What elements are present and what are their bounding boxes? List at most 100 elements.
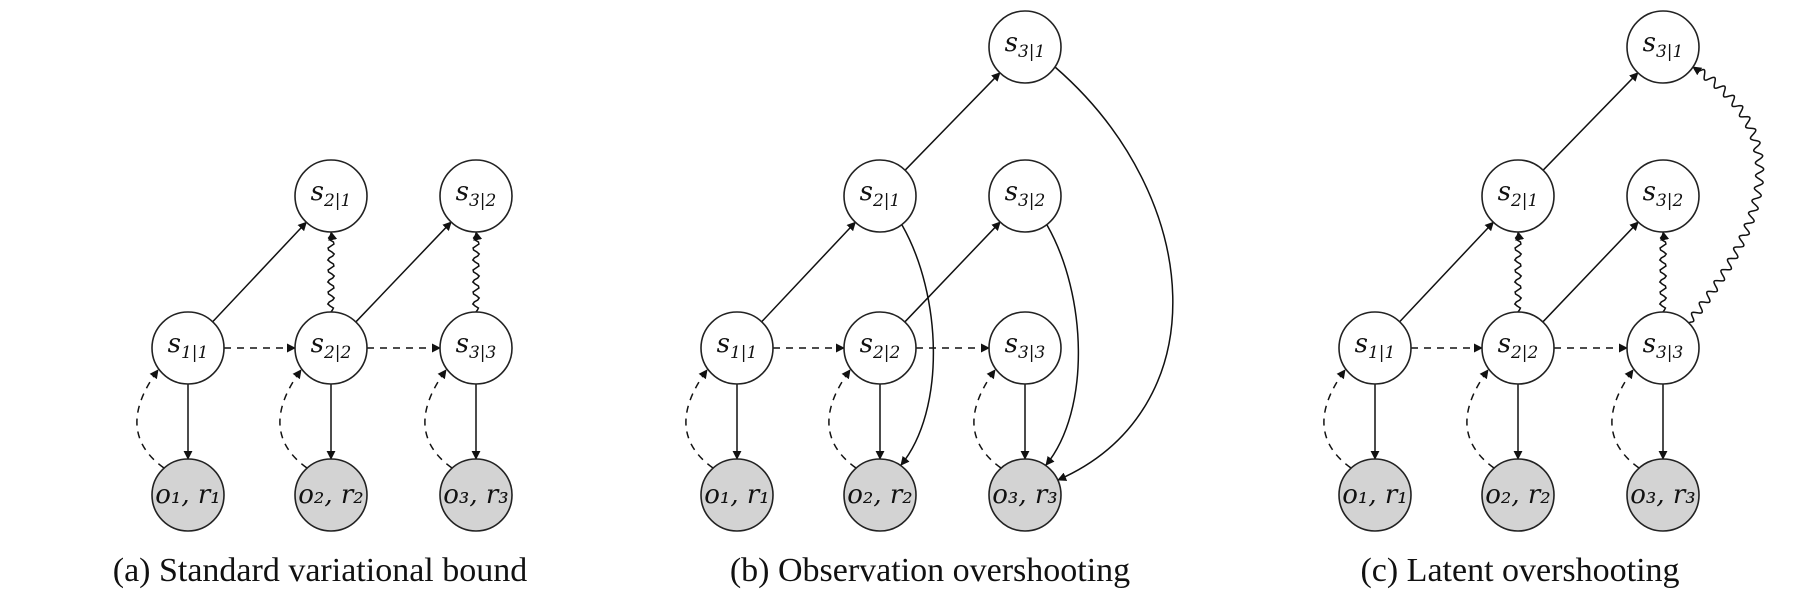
node-o2-circle [843, 458, 917, 532]
node-s22: s2|2 [294, 311, 368, 385]
node-o3: o₃, r₃ [988, 458, 1062, 532]
node-s31-label: s3|1 [1005, 28, 1046, 62]
edge-o1-to-s11 [685, 369, 714, 469]
panel-c-edges [1323, 66, 1765, 469]
node-o3: o₃, r₃ [1626, 458, 1700, 532]
edge-s21-to-s31 [904, 72, 1001, 171]
edge-s32-to-o3 [1045, 224, 1080, 466]
node-o1-circle [151, 458, 225, 532]
node-o1-label: o₁, r₁ [155, 480, 220, 510]
node-s21-label: s2|1 [1498, 177, 1539, 211]
panel-b-caption: (b) Observation overshooting [730, 552, 1130, 589]
node-s22: s2|2 [843, 311, 917, 385]
edge-o3-to-s33 [1611, 369, 1640, 469]
node-s32-circle [439, 159, 513, 233]
edge-s22-to-s32 [1542, 221, 1639, 323]
node-s22-circle [294, 311, 368, 385]
node-o2-circle [1481, 458, 1555, 532]
node-o3: o₃, r₃ [439, 458, 513, 532]
node-o2-label: o₂, r₂ [298, 480, 363, 510]
edge-s22-to-s21 [326, 231, 338, 313]
edge-s11-to-s21 [1399, 221, 1494, 323]
node-s21-label: s2|1 [860, 177, 901, 211]
node-s32: s3|2 [1626, 159, 1700, 233]
node-s21-circle [294, 159, 368, 233]
node-s32-circle [1626, 159, 1700, 233]
edge-s33-to-s31 [1688, 66, 1765, 324]
node-s32-label: s3|2 [1643, 177, 1684, 211]
node-s33-label: s3|3 [1005, 329, 1046, 363]
node-s22-label: s2|2 [311, 329, 352, 363]
node-s11: s1|1 [700, 311, 774, 385]
edge-o2-to-s22 [1466, 369, 1495, 469]
node-o3-circle [988, 458, 1062, 532]
node-s22-label: s2|2 [860, 329, 901, 363]
edge-s33-to-s32 [471, 231, 483, 313]
edge-o2-to-s22 [279, 369, 308, 469]
node-o2-label: o₂, r₂ [847, 480, 912, 510]
node-o1: o₁, r₁ [1338, 458, 1412, 532]
node-s32-label: s3|2 [1005, 177, 1046, 211]
node-s32: s3|2 [439, 159, 513, 233]
node-s22-circle [1481, 311, 1555, 385]
edge-s22-to-s21 [1513, 231, 1525, 313]
edge-s11-to-s21 [212, 221, 307, 323]
node-s22-circle [843, 311, 917, 385]
node-o3-circle [439, 458, 513, 532]
node-o3-circle [1626, 458, 1700, 532]
node-o2: o₂, r₂ [843, 458, 917, 532]
node-s11: s1|1 [1338, 311, 1412, 385]
node-s33-label: s3|3 [456, 329, 497, 363]
node-s21-label: s2|1 [311, 177, 352, 211]
node-s11-circle [151, 311, 225, 385]
node-s33-label: s3|3 [1643, 329, 1684, 363]
node-s32-circle [988, 159, 1062, 233]
node-s33-circle [439, 311, 513, 385]
node-s11: s1|1 [151, 311, 225, 385]
edge-o1-to-s11 [1323, 369, 1352, 469]
node-o1: o₁, r₁ [151, 458, 225, 532]
node-s32: s3|2 [988, 159, 1062, 233]
node-s31: s3|1 [988, 10, 1062, 84]
node-s21-circle [1481, 159, 1555, 233]
node-s33-circle [988, 311, 1062, 385]
edge-s22-to-s32 [904, 221, 1001, 323]
node-o2: o₂, r₂ [294, 458, 368, 532]
node-o2-circle [294, 458, 368, 532]
node-s31-circle [988, 10, 1062, 84]
node-s21: s2|1 [294, 159, 368, 233]
edge-s21-to-s31 [1542, 72, 1639, 171]
node-o3-label: o₃, r₃ [443, 480, 508, 510]
node-s11-label: s1|1 [1355, 329, 1396, 363]
node-s11-circle [1338, 311, 1412, 385]
panel-c-caption: (c) Latent overshooting [1360, 552, 1679, 589]
node-s21-circle [843, 159, 917, 233]
node-s22-label: s2|2 [1498, 329, 1539, 363]
node-o2: o₂, r₂ [1481, 458, 1555, 532]
node-o1-circle [1338, 458, 1412, 532]
node-s11-circle [700, 311, 774, 385]
edge-s33-to-s32 [1658, 231, 1670, 313]
node-s32-label: s3|2 [456, 177, 497, 211]
panel-b-edges [685, 66, 1174, 481]
edge-s21-to-o2 [900, 224, 935, 466]
edge-o2-to-s22 [828, 369, 857, 469]
node-s11-label: s1|1 [168, 329, 209, 363]
panel-a-nodes: s1|1 s2|1 s2|2 s3|2 s3|3 o₁, r₁ o₂, r₂ o₃, r₃ [151, 159, 513, 532]
panel-c-nodes: s1|1 s2|1 s3|1 s2|2 s3|2 s3|3 o₁, r₁ o₂, r₂ o₃, … [1338, 10, 1700, 532]
node-o1-circle [700, 458, 774, 532]
edge-o3-to-s33 [424, 369, 453, 469]
edge-s31-to-o3 [1054, 66, 1174, 481]
node-s33: s3|3 [1626, 311, 1700, 385]
panel-b-nodes: s1|1 s2|1 s3|1 s2|2 s3|2 s3|3 o₁, r₁ o₂, r₂ o₃, … [700, 10, 1062, 532]
node-s21: s2|1 [1481, 159, 1555, 233]
node-s31-label: s3|1 [1643, 28, 1684, 62]
node-s33-circle [1626, 311, 1700, 385]
node-o1: o₁, r₁ [700, 458, 774, 532]
node-o1-label: o₁, r₁ [1342, 480, 1407, 510]
node-o3-label: o₃, r₃ [992, 480, 1057, 510]
node-s11-label: s1|1 [717, 329, 758, 363]
panel-a-caption: (a) Standard variational bound [113, 552, 527, 589]
edge-s22-to-s32 [355, 221, 452, 323]
